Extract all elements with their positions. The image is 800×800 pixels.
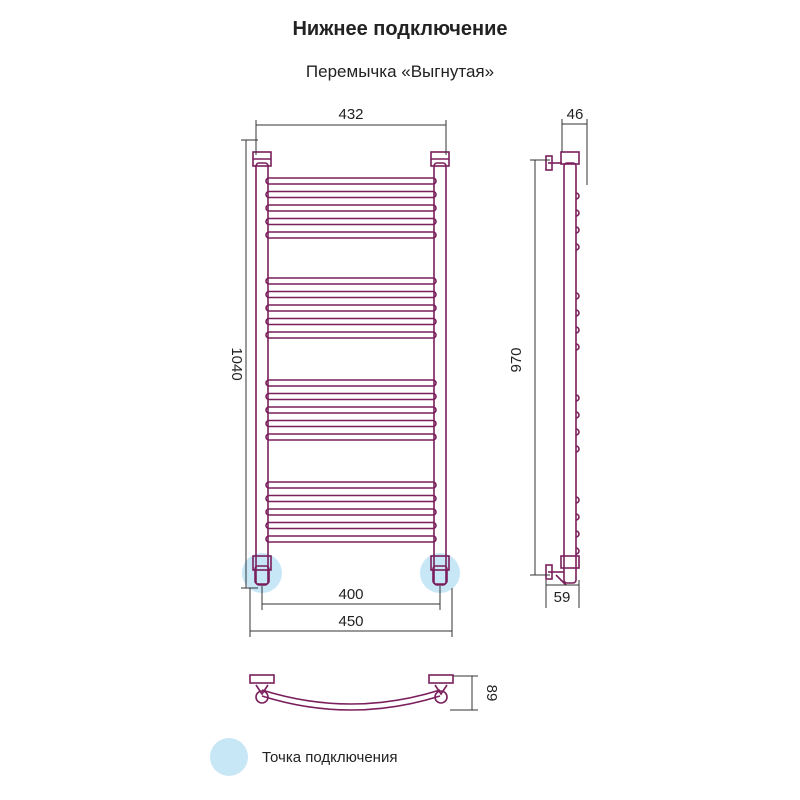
rung [265,508,437,516]
dim-pipe-spacing: 400 [338,586,363,603]
connection-point-left [242,553,282,593]
top-view [249,674,454,711]
rung [265,177,437,185]
rung [265,419,437,428]
dim-curve-depth: 89 [483,685,500,702]
rung [265,521,437,530]
rung [265,217,437,226]
dim-side-height: 970 [508,347,525,372]
side-rung [575,209,580,217]
left-bottom-fitting [252,555,272,571]
curved-bridge [261,689,441,705]
left-pipe [255,162,269,586]
rung [265,204,437,212]
rung [265,331,437,339]
side-rungs [575,192,580,555]
dim-height: 1040 [228,347,245,380]
rung [265,494,437,503]
side-rung [575,411,580,419]
connection-point-right [420,553,460,593]
right-bottom-valve [432,565,448,585]
rung [265,190,437,199]
rung [265,406,437,414]
front-dimensions [241,120,453,637]
rung [265,231,437,239]
dim-top-width: 432 [338,106,363,123]
rung [265,392,437,401]
side-dimensions [530,119,588,608]
side-rung [575,192,580,200]
diagram-title: Нижнее подключение [292,18,508,40]
side-rung [575,394,580,402]
front-view [252,151,450,586]
rung [265,535,437,543]
left-bottom-valve [254,565,270,585]
side-rung [575,547,580,555]
rung [265,317,437,326]
side-pipe [563,162,577,584]
dim-side-depth: 46 [567,106,584,123]
dim-side-offset: 59 [554,589,571,606]
side-view [545,151,580,586]
top-view-dimensions [450,675,478,711]
side-rung [575,530,580,538]
rung [265,304,437,312]
side-rung [575,343,580,351]
legend-label: Точка подключения [262,749,398,766]
side-rung [575,243,580,251]
side-rung [575,496,580,504]
side-rung [575,226,580,234]
rung [265,481,437,489]
dim-bottom-width: 450 [338,613,363,630]
rung [265,379,437,387]
connection-points [242,553,460,593]
diagram-subtitle: Перемычка «Выгнутая» [305,62,495,81]
side-rung [575,309,580,317]
rung [265,277,437,285]
rung [265,290,437,299]
side-rung [575,292,580,300]
side-rung [575,445,580,453]
side-rung [575,428,580,436]
right-bottom-fitting [430,555,450,571]
side-rung [575,513,580,521]
right-pipe [433,162,447,586]
legend-marker [210,738,248,776]
rungs [265,177,437,543]
rung [265,433,437,441]
side-rung [575,326,580,334]
